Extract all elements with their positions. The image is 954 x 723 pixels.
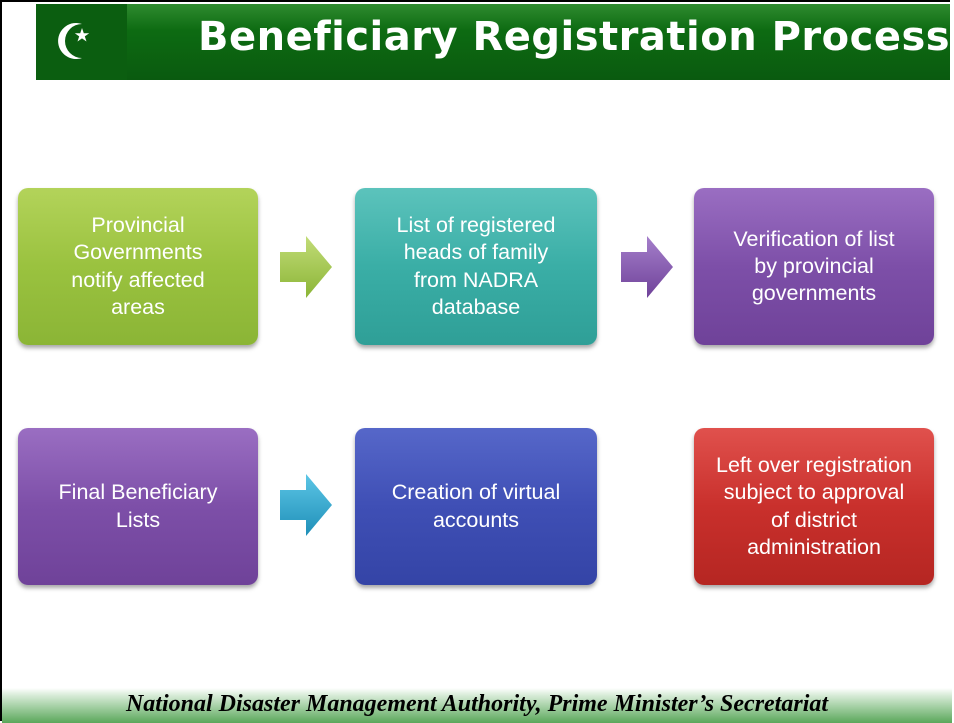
step-final-lists: Final Beneficiary Lists xyxy=(18,428,258,585)
footer-text: National Disaster Management Authority, … xyxy=(125,691,829,717)
step-provincial-governments: Provincial Governments notify affected a… xyxy=(18,188,258,345)
step-left-over-registration: Left over registration subject to approv… xyxy=(694,428,934,585)
title-bar xyxy=(36,4,950,80)
crescent-star-icon xyxy=(58,23,90,60)
footer-bar xyxy=(2,688,952,723)
step-nadra-list: List of registered heads of family from … xyxy=(355,188,597,345)
step-verification: Verification of list by provincial gover… xyxy=(694,188,934,345)
flag-block xyxy=(36,4,127,80)
arrow-right-icon xyxy=(280,474,332,536)
arrow-right-icon xyxy=(280,236,332,298)
arrow-right-icon xyxy=(621,236,673,298)
page-title: Beneficiary Registration Process xyxy=(198,14,951,60)
step-virtual-accounts: Creation of virtual accounts xyxy=(355,428,597,585)
